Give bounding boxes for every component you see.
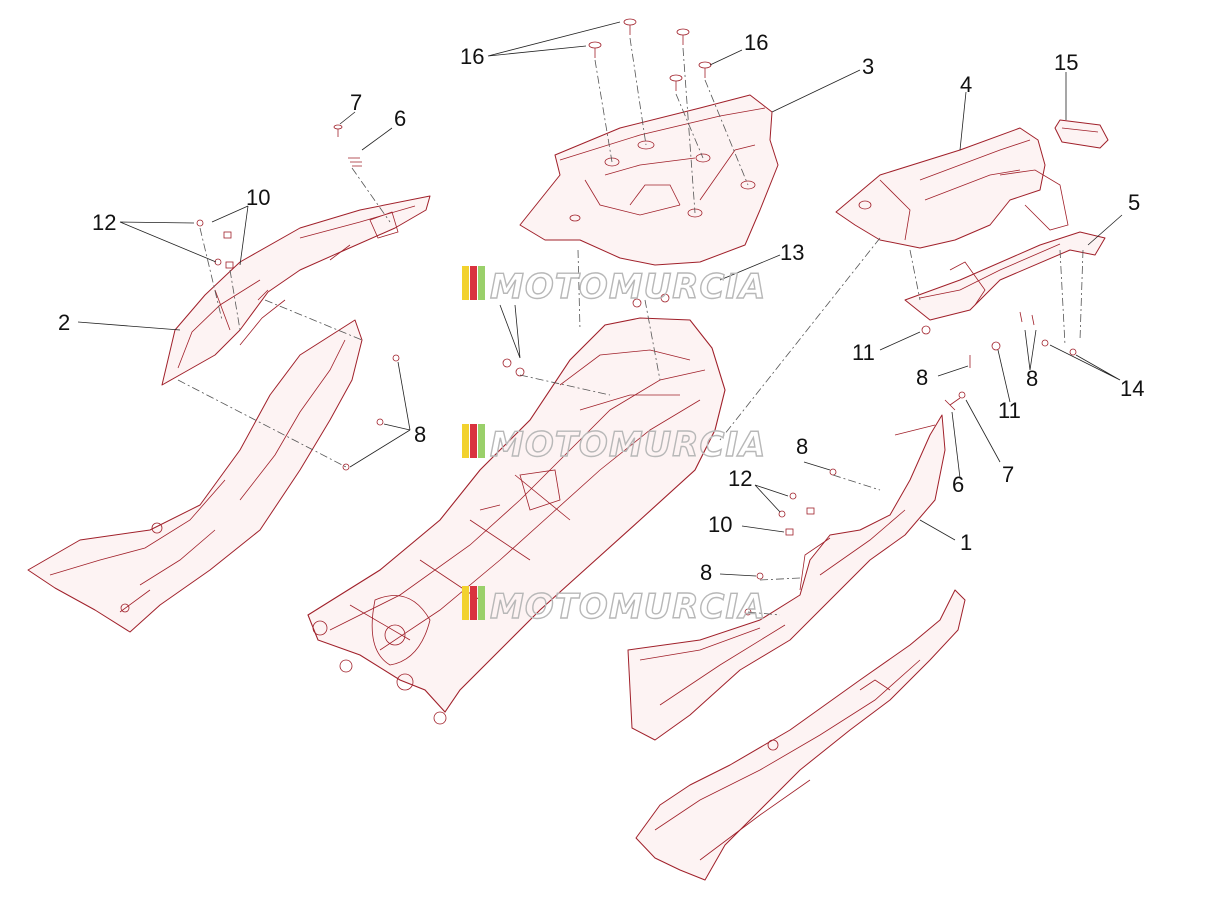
watermark-top: MOTOMURCIA [462, 266, 766, 308]
screw-16-3-icon [676, 28, 690, 45]
callout-2: 2 [58, 310, 70, 335]
callout-4: 4 [960, 72, 972, 97]
screw-11-icon [921, 325, 1001, 351]
part-4-license-holder [835, 127, 1069, 249]
callout-10-left: 10 [246, 185, 270, 210]
watermark-text: MOTOMURCIA [490, 267, 766, 307]
screw-12-right-icon [778, 492, 797, 518]
clip-10-right-icon [785, 507, 815, 536]
watermark-stripe-green [478, 586, 485, 620]
screw-16-4-icon [698, 61, 712, 78]
callout-6-left: 6 [394, 106, 406, 131]
watermark-stripe-yellow [462, 266, 469, 300]
watermark-text: MOTOMURCIA [490, 425, 766, 465]
rear-subframe [307, 317, 726, 725]
screw-12-left-icon [196, 219, 204, 227]
watermark-text: MOTOMURCIA [490, 587, 766, 627]
callout-7-left: 7 [350, 90, 362, 115]
screw-16-1-icon [588, 41, 602, 58]
right-side-panel [635, 589, 966, 881]
part-5-bracket [904, 231, 1106, 321]
screw-7-right-icon [958, 391, 966, 399]
callout-3: 3 [862, 54, 874, 79]
callout-7-right: 7 [1002, 462, 1014, 487]
part-15-reflector [1054, 119, 1109, 149]
callout-13: 13 [780, 240, 804, 265]
screw-7-left-icon [333, 124, 343, 137]
callout-12-left: 12 [92, 210, 116, 235]
callout-labels: 16 16 3 4 15 5 7 6 10 12 2 13 8 11 8 8 1… [58, 30, 1144, 585]
screw-16-5-icon [669, 74, 683, 91]
left-side-panel [27, 319, 363, 633]
callout-8-right: 8 [796, 434, 808, 459]
nut-left-icon [502, 358, 525, 377]
callout-11-left: 11 [852, 340, 875, 365]
screw-8-right-1-icon [829, 468, 837, 476]
part-2-left-tail-cover [161, 195, 431, 386]
callout-10-right: 10 [708, 512, 732, 537]
callout-6-right: 6 [952, 472, 964, 497]
callout-8-lower: 8 [700, 560, 712, 585]
clip-10-left-icon [223, 231, 234, 269]
callout-15: 15 [1054, 50, 1078, 75]
nut-center-icon [632, 293, 670, 308]
nut-14-icon [1041, 339, 1077, 356]
callout-11-right: 11 [998, 398, 1021, 423]
screw-8-right-bracket-icon [969, 311, 1035, 368]
callout-12-right: 12 [728, 466, 752, 491]
watermark-stripe-red [470, 266, 477, 300]
part-3-seat-tray [519, 94, 779, 266]
callout-16b: 16 [744, 30, 768, 55]
callout-8-left: 8 [414, 422, 426, 447]
part-1-right-tail-cover [627, 414, 946, 741]
callout-5: 5 [1128, 190, 1140, 215]
watermark-middle: MOTOMURCIA [462, 424, 766, 466]
assembly-lines [177, 37, 1084, 616]
callout-8-right-bracket: 8 [1026, 366, 1038, 391]
watermark-stripe-green [478, 424, 485, 458]
watermark-stripe-yellow [462, 424, 469, 458]
callout-1: 1 [960, 530, 972, 555]
callout-8-bracket: 8 [916, 365, 928, 390]
watermark-bottom: MOTOMURCIA [462, 586, 766, 628]
screw-8-left-3-icon [342, 463, 350, 471]
clip-6-left-icon [348, 157, 362, 167]
fasteners [196, 18, 1077, 616]
watermark-stripe-red [470, 586, 477, 620]
watermark-stripe-yellow [462, 586, 469, 620]
screw-8-left-2-icon [376, 418, 384, 426]
clip-6-right-icon [944, 397, 961, 411]
screw-8-left-1-icon [392, 354, 400, 362]
callout-14: 14 [1120, 376, 1144, 401]
watermark-stripe-green [478, 266, 485, 300]
leader-lines [77, 21, 1123, 577]
screw-16-2-icon [623, 18, 637, 35]
watermark-stripe-red [470, 424, 477, 458]
callout-16a: 16 [460, 44, 484, 69]
